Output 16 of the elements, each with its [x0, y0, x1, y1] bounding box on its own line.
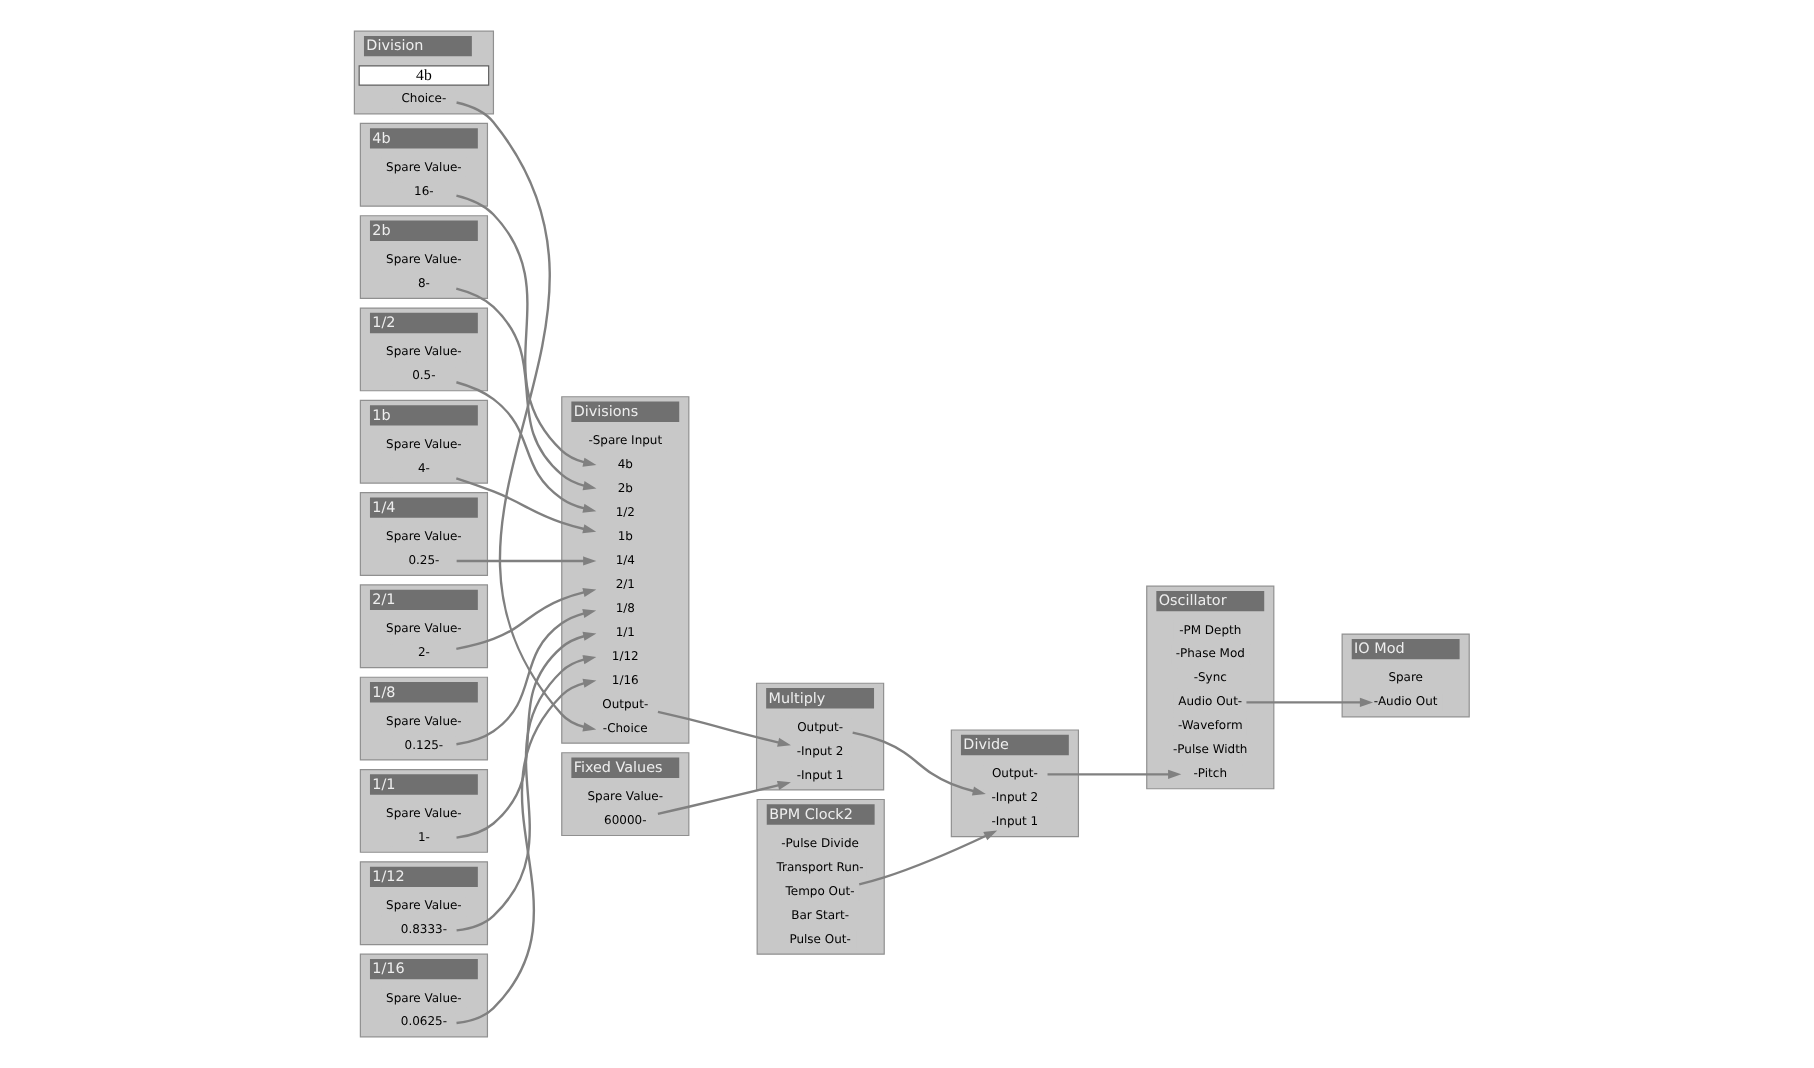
arrow [456, 609, 597, 746]
arrow [852, 731, 986, 796]
arrow [1246, 697, 1374, 708]
arrow [456, 678, 597, 1025]
arrow [456, 556, 597, 566]
arrow [456, 655, 597, 932]
arrow [456, 381, 597, 513]
arrow [1047, 769, 1182, 779]
arrow [456, 587, 597, 651]
arrow [657, 780, 791, 816]
arrow [456, 287, 597, 491]
arrow [456, 101, 597, 732]
arrow [456, 194, 597, 467]
arrow [657, 710, 791, 747]
arrow [456, 631, 597, 839]
arrow [455, 477, 597, 534]
